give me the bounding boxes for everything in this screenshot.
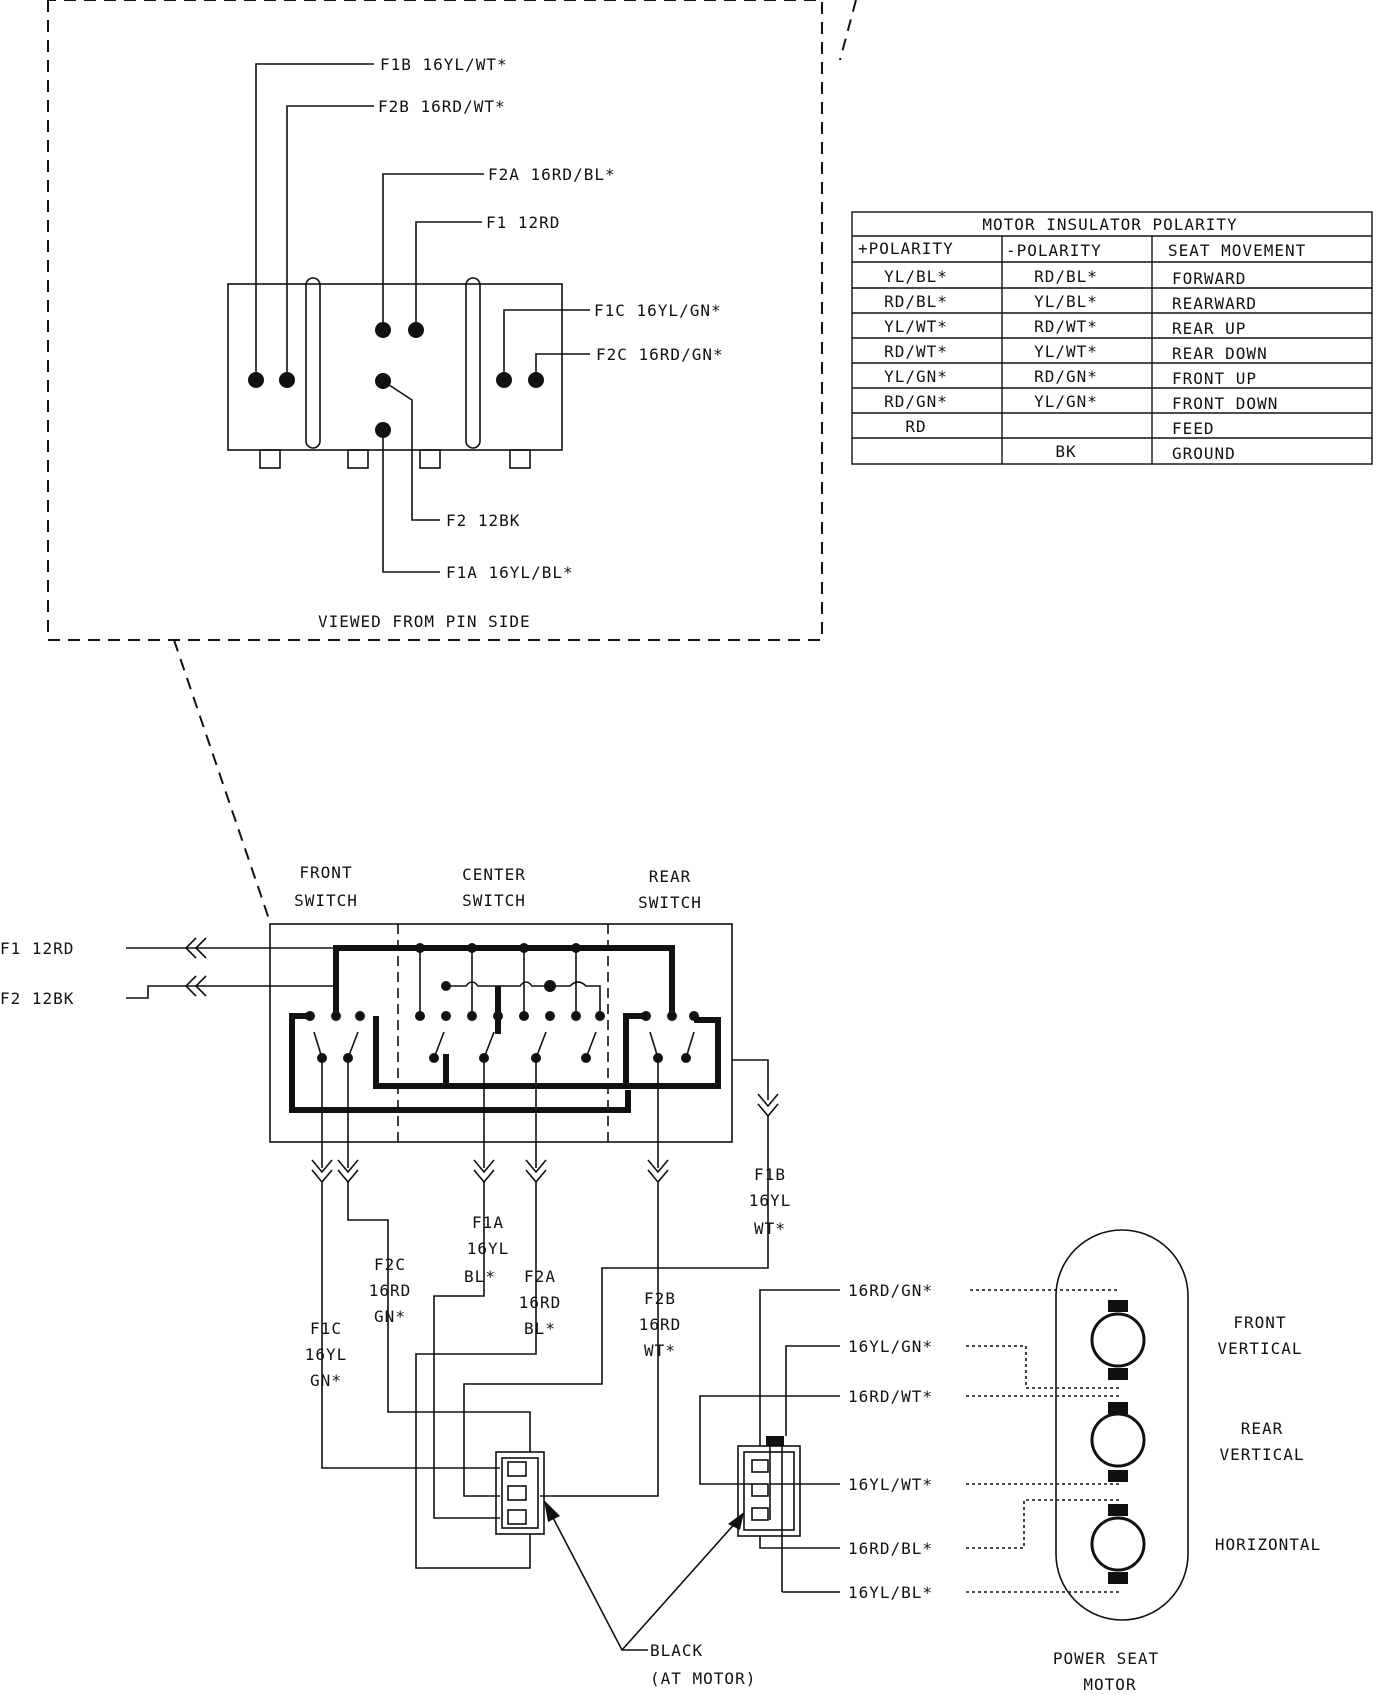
switch-panel: FRONT SWITCH CENTER SWITCH REAR SWITCH F… (0, 863, 769, 1168)
table-cell: YL/GN* (884, 367, 948, 386)
polarity-table: MOTOR INSULATOR POLARITY +POLARITY -POLA… (851, 211, 1373, 465)
harness-f2b: F2B (644, 1289, 676, 1308)
table-cell: REARWARD (1172, 294, 1257, 313)
harness-f1a: BL* (464, 1267, 496, 1286)
motor-wire-label: 16YL/GN* (848, 1337, 933, 1356)
motor-front-label: VERTICAL (1217, 1339, 1302, 1358)
harness-f1a: F1A (472, 1213, 504, 1232)
connector-slot (305, 277, 321, 449)
harness-f2b: WT* (644, 1341, 676, 1360)
switch-housing (269, 923, 733, 1143)
header-seat-movement: SEAT MOVEMENT (1168, 241, 1306, 260)
connector-note: (AT MOTOR) (650, 1669, 756, 1688)
harness-f1c: GN* (310, 1371, 342, 1390)
harness-f1c: 16YL (305, 1345, 348, 1364)
motor-rear-label: VERTICAL (1219, 1445, 1304, 1464)
harness-f2c: GN* (374, 1307, 406, 1326)
harness-f1b: WT* (754, 1219, 786, 1238)
table-cell: RD/BL* (1034, 267, 1098, 286)
table-cell: GROUND (1172, 444, 1236, 463)
harness-f2b: 16RD (639, 1315, 682, 1334)
center-switch-label: SWITCH (462, 891, 526, 910)
motor-rear-label: REAR (1241, 1419, 1284, 1438)
harness-f1a: 16YL (467, 1239, 510, 1258)
table-cell: FRONT UP (1172, 369, 1257, 388)
power-seat-motor-label: POWER SEAT (1053, 1649, 1159, 1668)
harness-f1b: F1B (754, 1165, 786, 1184)
table-cell: FORWARD (1172, 269, 1246, 288)
front-switch-label: FRONT (299, 863, 352, 882)
motor-wire-label: 16RD/WT* (848, 1387, 933, 1406)
motor-wires: 16RD/GN* 16YL/GN* 16RD/WT* 16YL/WT* 16RD… (699, 1281, 1120, 1602)
motor-wire-label: 16YL/BL* (848, 1583, 933, 1602)
header-plus-polarity: +POLARITY (858, 239, 954, 258)
power-seat-motor: FRONT VERTICAL REAR VERTICAL HORIZONTAL … (1053, 1229, 1321, 1694)
table-cell: RD/GN* (1034, 367, 1098, 386)
harness-motor-connector (495, 1451, 545, 1535)
rear-switch-label: REAR (649, 867, 692, 886)
motor-wire-label: 16RD/GN* (848, 1281, 933, 1300)
harness-wires (321, 1116, 769, 1569)
harness-f1b: 16YL (749, 1191, 792, 1210)
input-f2-label: F2 12BK (0, 989, 74, 1008)
connector-latch (509, 449, 531, 469)
table-cell: YL/WT* (884, 317, 948, 336)
motor-wire-label: 16RD/BL* (848, 1539, 933, 1558)
harness-f1c: F1C (310, 1319, 342, 1338)
table-cell: FEED (1172, 419, 1215, 438)
connector-callout: BLACK (AT MOTOR) (544, 1500, 756, 1688)
table-cell: RD (905, 417, 926, 436)
front-switch-label: SWITCH (294, 891, 358, 910)
motor-front-label: FRONT (1233, 1313, 1286, 1332)
connector-slot (465, 277, 481, 449)
polarity-table-title: MOTOR INSULATOR POLARITY (982, 215, 1237, 234)
motor-wire-label: 16YL/WT* (848, 1475, 933, 1494)
table-cell: YL/GN* (1034, 392, 1098, 411)
harness-labels: F1C 16YL GN* F2C 16RD GN* F1A 16YL BL* F… (305, 1165, 792, 1390)
table-cell: RD/WT* (1034, 317, 1098, 336)
label-f1: F1 12RD (486, 213, 560, 232)
harness-f2a: F2A (524, 1267, 556, 1286)
connector-body (227, 283, 563, 451)
motor-side-connector (737, 1436, 801, 1592)
connector-note: BLACK (650, 1641, 703, 1660)
table-cell: BK (1055, 442, 1076, 461)
table-cell: YL/BL* (884, 267, 948, 286)
connector-latch (419, 449, 441, 469)
label-f2: F2 12BK (446, 511, 520, 530)
center-switch-label: CENTER (462, 865, 526, 884)
table-cell: REAR UP (1172, 319, 1246, 338)
motor-horizontal-label: HORIZONTAL (1215, 1535, 1321, 1554)
detail-leader (173, 639, 271, 923)
connector-caption: VIEWED FROM PIN SIDE (318, 612, 531, 631)
label-f2b: F2B 16RD/WT* (378, 97, 506, 116)
table-cell: YL/WT* (1034, 342, 1098, 361)
power-seat-motor-label: MOTOR (1083, 1675, 1136, 1694)
connector-latch (259, 449, 281, 469)
harness-f2a: 16RD (519, 1293, 562, 1312)
connector-latch (347, 449, 369, 469)
label-f2c: F2C 16RD/GN* (596, 345, 724, 364)
label-f2a: F2A 16RD/BL* (488, 165, 616, 184)
harness-f2c: F2C (374, 1255, 406, 1274)
harness-f2a: BL* (524, 1319, 556, 1338)
connector-pin-view: F1B 16YL/WT* F2B 16RD/WT* F2A 16RD/BL* F… (47, 0, 857, 641)
header-minus-polarity: -POLARITY (1006, 241, 1102, 260)
motor-rear-vertical (1090, 1402, 1146, 1482)
harness-f2c: 16RD (369, 1281, 412, 1300)
label-f1a: F1A 16YL/BL* (446, 563, 574, 582)
motor-horizontal (1090, 1504, 1146, 1584)
label-f1c: F1C 16YL/GN* (594, 301, 722, 320)
input-f1-label: F1 12RD (0, 939, 74, 958)
rear-switch-label: SWITCH (638, 893, 702, 912)
table-cell: RD/WT* (884, 342, 948, 361)
label-f1b: F1B 16YL/WT* (380, 55, 508, 74)
table-cell: YL/BL* (1034, 292, 1098, 311)
table-cell: RD/BL* (884, 292, 948, 311)
motor-front-vertical (1090, 1300, 1146, 1380)
table-cell: RD/GN* (884, 392, 948, 411)
table-cell: REAR DOWN (1172, 344, 1268, 363)
table-cell: FRONT DOWN (1172, 394, 1278, 413)
